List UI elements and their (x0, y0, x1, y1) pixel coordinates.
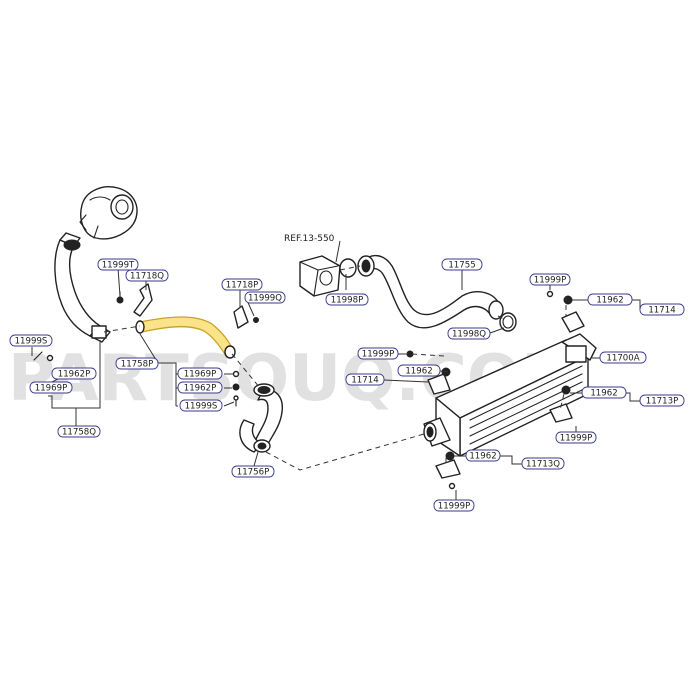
label-11758q-text: 11758Q (62, 428, 96, 438)
bracket-11718q-part (116, 283, 153, 317)
label-11998q-text: 11998Q (452, 330, 486, 340)
label-11718p-text: 11718P (226, 281, 259, 291)
bracket-11718p-part (233, 305, 259, 329)
label-11999s-left[interactable]: 11999S (9, 334, 53, 347)
throttle-body-part (299, 255, 357, 297)
label-11755[interactable]: 11755 (441, 258, 483, 271)
label-11758p[interactable]: 11758P (115, 357, 159, 370)
label-11714-right-text: 11714 (648, 306, 675, 316)
bracket-11714-right-part (546, 290, 585, 333)
label-11999p-right[interactable]: 11999P (555, 431, 597, 444)
label-11714-left[interactable]: 11714 (345, 373, 385, 386)
label-11756p-text: 11756P (237, 468, 270, 478)
label-11962-right[interactable]: 11962 (581, 386, 627, 399)
label-11962-right-text: 11962 (590, 389, 617, 399)
label-11714-left-text: 11714 (351, 376, 378, 386)
label-11962-bottom-text: 11962 (469, 452, 496, 462)
label-11962p-left[interactable]: 11962P (51, 367, 97, 380)
label-11999s-mid[interactable]: 11999S (179, 399, 223, 412)
pipe-11758p-part (135, 316, 236, 359)
label-11969p-mid[interactable]: 11969P (177, 367, 223, 380)
label-11713p[interactable]: 11713P (639, 394, 685, 407)
hose-11756p-part (239, 383, 283, 453)
label-11962p-left-text: 11962P (58, 370, 91, 380)
label-11718q-text: 11718Q (130, 272, 164, 282)
label-11962p-mid[interactable]: 11962P (177, 381, 223, 394)
label-11755-text: 11755 (448, 261, 475, 271)
turbocharger-part (79, 186, 138, 240)
label-11999q-text: 11999Q (248, 294, 282, 304)
label-11756p[interactable]: 11756P (231, 465, 275, 478)
label-11962p-mid-text: 11962P (184, 384, 217, 394)
hose-11755-part (357, 255, 504, 329)
label-11999s-mid-text: 11999S (185, 402, 218, 412)
reference-label: REF.13-550 (284, 234, 335, 244)
label-11969p-left[interactable]: 11969P (29, 381, 73, 394)
label-11962-top-text: 11962 (596, 296, 623, 306)
label-11999p-right-text: 11999P (560, 434, 593, 444)
clamp-11998q-part (499, 312, 517, 332)
label-11700a-text: 11700A (606, 354, 639, 364)
hose-11758q-part (54, 232, 111, 343)
label-11713q[interactable]: 11713Q (521, 457, 565, 470)
label-11962-left-text: 11962 (405, 367, 432, 377)
label-11999p-top[interactable]: 11999P (529, 273, 571, 286)
label-11962-top[interactable]: 11962 (587, 293, 633, 306)
bracket-11713q-part (435, 451, 461, 490)
label-11999s-left-text: 11999S (15, 337, 48, 347)
label-11999p-bottom[interactable]: 11999P (433, 499, 475, 512)
label-11713q-text: 11713Q (526, 460, 560, 470)
fasteners-mid-part (232, 370, 240, 407)
label-11718q[interactable]: 11718Q (125, 269, 169, 282)
label-11962-left[interactable]: 11962 (397, 364, 441, 377)
label-11969p-left-text: 11969P (35, 384, 68, 394)
label-11999t[interactable]: 11999T (97, 258, 139, 271)
routing-lines (103, 265, 567, 471)
label-11713p-text: 11713P (646, 397, 679, 407)
label-11714-right[interactable]: 11714 (639, 303, 685, 316)
label-11758q[interactable]: 11758Q (57, 425, 101, 438)
label-11999p-mid-text: 11999P (362, 350, 395, 360)
intercooler-11700a-part (423, 333, 597, 457)
label-11998p[interactable]: 11998P (325, 293, 369, 306)
label-11718p[interactable]: 11718P (221, 278, 263, 291)
label-11962-bottom[interactable]: 11962 (465, 449, 501, 462)
label-11999p-top-text: 11999P (534, 276, 567, 286)
label-11969p-mid-text: 11969P (184, 370, 217, 380)
label-11999t-text: 11999T (102, 261, 135, 271)
label-11999p-mid[interactable]: 11999P (357, 347, 399, 360)
label-11998q[interactable]: 11998Q (447, 327, 491, 340)
label-11999q[interactable]: 11999Q (244, 291, 286, 304)
label-11999p-bottom-text: 11999P (438, 502, 471, 512)
label-11998p-text: 11998P (331, 296, 364, 306)
bracket-11714-left-part (427, 367, 451, 395)
label-11700a[interactable]: 11700A (599, 351, 647, 364)
label-11758p-text: 11758P (121, 360, 154, 370)
